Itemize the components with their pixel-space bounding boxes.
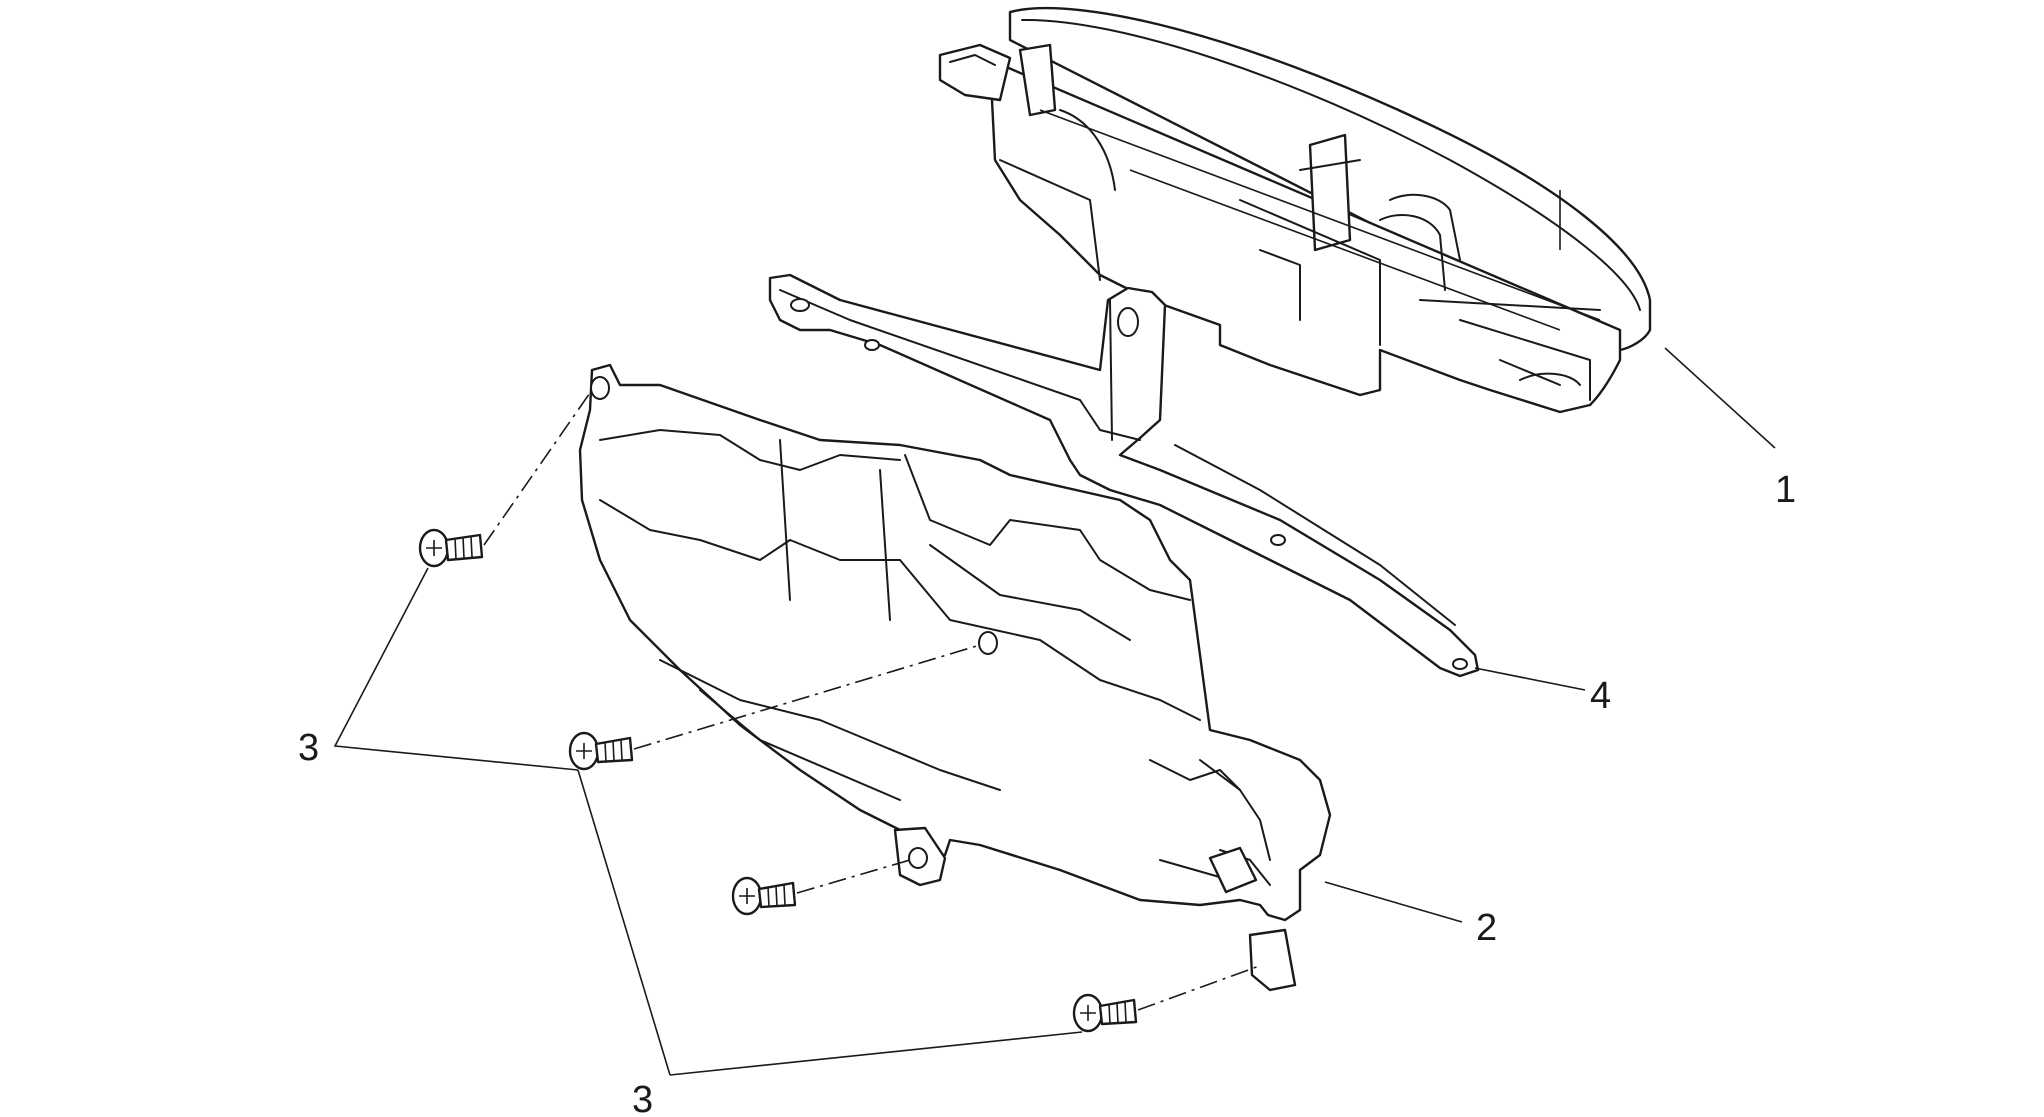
screw-middle-left xyxy=(568,731,634,771)
callout-2: 2 xyxy=(1476,907,1497,949)
lower-cover-part xyxy=(578,363,1332,992)
instrument-panel-part xyxy=(938,6,1652,414)
screw-lower-center xyxy=(731,876,797,916)
leader-1 xyxy=(1664,347,1776,449)
callout-1: 1 xyxy=(1775,469,1796,511)
callout-4: 4 xyxy=(1590,675,1611,717)
leader-lines xyxy=(333,347,1776,1076)
leader-2 xyxy=(1324,881,1463,923)
callout-3-lower: 3 xyxy=(632,1079,653,1117)
bracket-part xyxy=(768,273,1480,678)
leader-3-upper xyxy=(333,567,579,771)
assembly-axis-lines xyxy=(483,389,1263,1011)
screw-upper-left xyxy=(418,528,484,568)
leader-3-lower xyxy=(577,769,1083,1076)
screw-lower-right xyxy=(1072,993,1138,1033)
callout-3-upper: 3 xyxy=(298,727,319,769)
leader-4 xyxy=(1474,667,1586,691)
